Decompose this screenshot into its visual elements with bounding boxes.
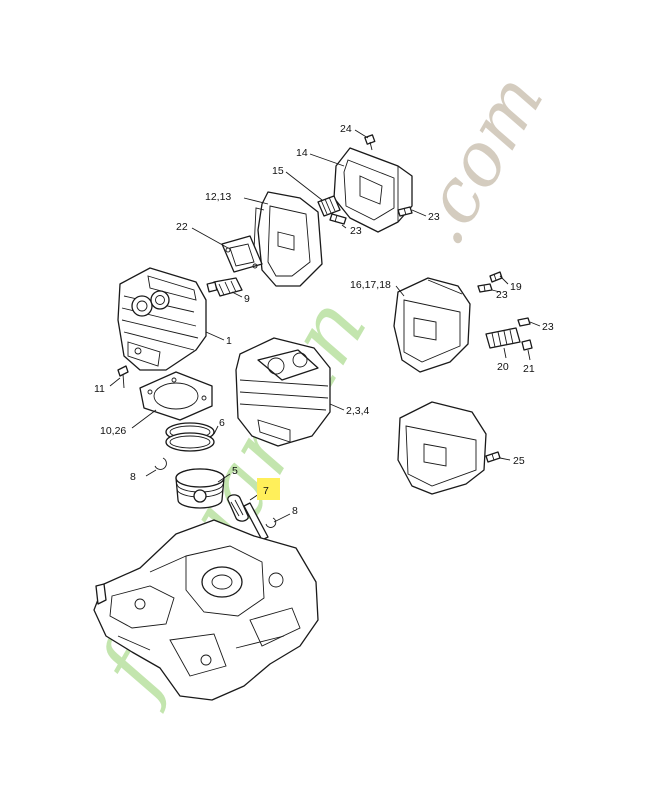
part-piston-rings-6 <box>165 422 215 452</box>
part-screw-23-shroud <box>329 213 347 225</box>
watermark-suffix: .com <box>396 60 560 259</box>
callout-24: 24 <box>340 123 352 135</box>
part-circlip-8-left <box>154 457 167 470</box>
callout-12-13: 12,13 <box>205 191 231 203</box>
part-crankcase <box>93 519 319 701</box>
part-screw-23-right <box>517 317 531 327</box>
callout-19: 19 <box>510 281 522 293</box>
callout-23-c: 23 <box>496 289 508 301</box>
part-screw-19 <box>489 271 503 283</box>
part-piston-pin <box>243 502 269 541</box>
callout-23-d: 23 <box>542 321 554 333</box>
callout-6: 6 <box>219 417 225 429</box>
part-bearing-7 <box>227 494 249 522</box>
callout-1: 1 <box>226 335 232 347</box>
callout-14: 14 <box>296 147 308 159</box>
callout-8-a: 8 <box>130 471 136 483</box>
callout-20: 20 <box>497 361 509 373</box>
callout-23-a: 23 <box>350 225 362 237</box>
part-screw-23-top <box>397 206 413 217</box>
part-cylinder-set-2-3-4 <box>235 337 331 447</box>
callout-11: 11 <box>94 383 105 395</box>
callout-2-3-4: 2,3,4 <box>346 405 370 417</box>
part-spring-20 <box>485 327 521 349</box>
callout-22: 22 <box>176 221 188 233</box>
callout-8-b: 8 <box>292 505 298 517</box>
callout-25: 25 <box>513 455 525 467</box>
part-shroud-12-13 <box>253 191 323 287</box>
callout-15: 15 <box>272 165 284 177</box>
callout-labels: 24 14 15 12,13 22 23 23 9 1 11 10,26 6 8… <box>94 123 554 517</box>
callout-9: 9 <box>244 293 250 305</box>
callout-10-26: 10,26 <box>100 425 126 437</box>
part-screw-25 <box>485 451 501 463</box>
callout-16-17-18: 16,17,18 <box>350 279 391 291</box>
part-circlip-8-right <box>265 517 277 528</box>
part-lower-muffler <box>397 401 487 495</box>
part-cylinder-1 <box>117 267 207 371</box>
callout-21: 21 <box>523 363 535 375</box>
callout-23-b: 23 <box>428 211 440 223</box>
part-spring-15 <box>317 195 341 217</box>
callout-7-highlight <box>257 478 280 500</box>
part-muffler-16-17-18 <box>393 277 471 373</box>
part-base-gasket-10-26 <box>139 371 213 421</box>
callout-5: 5 <box>232 465 238 477</box>
part-top-cover <box>333 147 413 233</box>
part-screw-11 <box>117 365 129 389</box>
part-valve-9 <box>206 277 243 297</box>
part-gasket-22 <box>221 235 263 273</box>
callout-7: 7 <box>263 485 269 497</box>
part-nut-21 <box>521 339 533 351</box>
part-piston-5 <box>175 468 225 509</box>
part-screw-23-muffler <box>477 283 493 293</box>
